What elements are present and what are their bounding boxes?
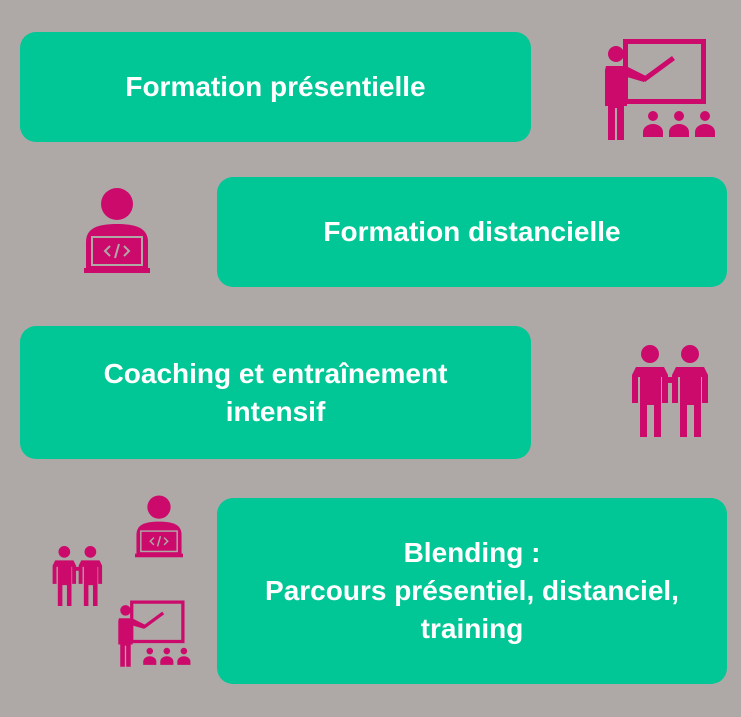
small-teacher-board-icon [115,598,197,668]
blending-line-2: Parcours présentiel, distanciel, [265,575,679,606]
box-formation-presentielle: Formation présentielle [20,32,531,142]
blending-line-1: Blending : [403,537,541,568]
small-two-people-icon [50,544,106,608]
box-label: Formation présentielle [125,71,426,102]
two-people-icon [628,343,714,439]
blending-line-3: training [420,613,524,644]
person-laptop-icon [80,186,154,274]
box-coaching: Coaching et entraînement intensif [20,326,531,459]
box-formation-distancielle: Formation distancielle [217,177,727,287]
box-label: Formation distancielle [323,216,621,247]
box-label: Coaching et entraînement intensif [103,357,448,427]
small-person-laptop-icon [132,494,186,558]
box-label: Blending : Parcours présentiel, distanci… [227,534,717,648]
teacher-board-icon [600,36,725,141]
box-blending: Blending : Parcours présentiel, distanci… [217,498,727,684]
